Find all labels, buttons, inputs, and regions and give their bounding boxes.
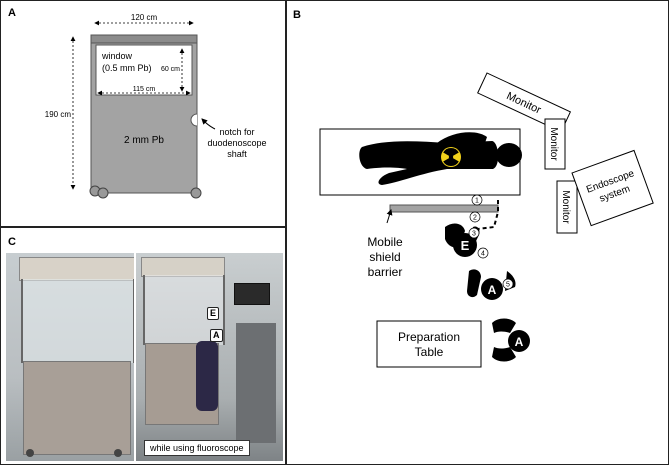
- prep-label-1: Preparation: [398, 330, 460, 344]
- room-layout: Monitor Monitor Monitor Endoscope system…: [319, 72, 654, 368]
- svg-text:Monitor: Monitor: [560, 190, 571, 224]
- svg-text:Monitor: Monitor: [548, 127, 559, 161]
- window-label: window: [101, 51, 133, 61]
- monitor-middle: Monitor: [544, 118, 566, 170]
- staff-assistant-2: [492, 318, 530, 362]
- tag-e: E: [207, 307, 220, 320]
- staff-e-label: E: [461, 238, 470, 253]
- panel-c-label: C: [8, 236, 16, 248]
- procedure-photo: [136, 253, 283, 461]
- notch-label-3: shaft: [227, 149, 247, 159]
- wheel-left-2: [97, 187, 109, 199]
- wheel-right: [190, 187, 202, 199]
- window-width-dim: 115 cm: [133, 86, 156, 93]
- shield-notch: [190, 113, 198, 127]
- svg-text:4: 4: [481, 251, 485, 258]
- preparation-table: [376, 320, 482, 368]
- shield-label-3: barrier: [368, 265, 403, 279]
- shield-label-2: shield: [369, 250, 400, 264]
- panel-c: C E A while using fluoroscope: [0, 227, 286, 465]
- staff-a2-label: A: [515, 335, 524, 349]
- svg-text:1: 1: [475, 198, 479, 205]
- shield-top-bar: [90, 34, 198, 44]
- position-markers: 1 2 3 4 5: [468, 194, 514, 290]
- endoscope-system: Endoscope system: [571, 149, 654, 227]
- radiation-icon: [441, 147, 461, 167]
- staff-a1-label: A: [488, 283, 497, 297]
- notch-label-1: notch for: [219, 127, 254, 137]
- svg-text:3: 3: [472, 231, 476, 238]
- shield-drawing: 120 cm 190 cm window (0.5 mm Pb) 60 cm 1…: [45, 13, 267, 199]
- shield-label-1: Mobile: [367, 235, 403, 249]
- panel-a-label: A: [8, 7, 16, 19]
- monitor-lower: Monitor: [556, 180, 578, 234]
- window-height-dim: 60 cm: [161, 66, 180, 73]
- prep-label-2: Table: [415, 345, 444, 359]
- staff-assistant-1: [467, 269, 516, 300]
- shield-window: [95, 44, 193, 96]
- panel-b-label: B: [293, 9, 301, 21]
- shield-path: [477, 200, 499, 230]
- panel-a: A 120 cm 190 cm window (0.5 mm Pb): [0, 0, 286, 227]
- shield-photo: [6, 253, 134, 461]
- height-dim-text: 190 cm: [45, 110, 72, 119]
- width-dim-text: 120 cm: [131, 13, 158, 22]
- notch-label-2: duodenoscope: [207, 138, 266, 148]
- tag-a: A: [210, 329, 223, 342]
- photo-caption: while using fluoroscope: [144, 440, 250, 456]
- svg-text:5: 5: [506, 282, 510, 289]
- patient-figure: [359, 132, 522, 185]
- panel-b: B Monitor Monitor Monitor: [286, 0, 669, 465]
- shield-barrier-bar: [389, 204, 499, 213]
- svg-text:2: 2: [473, 215, 477, 222]
- body-pb-label: 2 mm Pb: [124, 135, 164, 146]
- window-pb-label: (0.5 mm Pb): [102, 63, 152, 73]
